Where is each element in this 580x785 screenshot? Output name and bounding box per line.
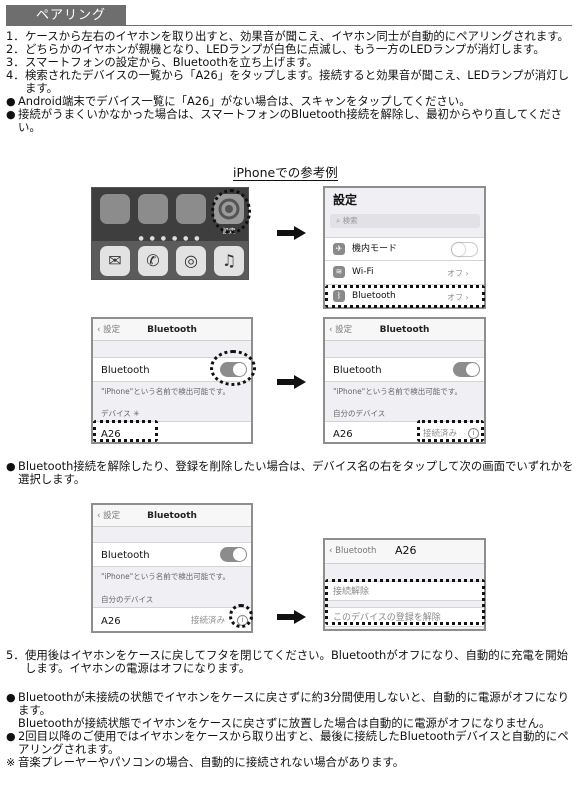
nav-bar: ‹ 設定 Bluetooth [93,319,251,341]
nav-title: Bluetooth [379,325,430,335]
step-item: 2．どちらかのイヤホンが親機となり、LEDランプが白色に点滅し、もう一方のLED… [6,42,545,56]
note-item: ●2回目以降のご使用ではイヤホンをケースから取り出すと、最後に接続したBluet… [6,729,569,756]
step-5: 5．使用後はイヤホンをケースに戻してフタを閉じてください。Bluetoothがオ… [6,648,569,675]
mail-icon: ✉ [100,246,130,276]
note-item: ●Bluetoothが未接続の状態でイヤホンをケースに戻さずに約3分間使用しない… [6,690,569,717]
back-button[interactable]: ‹ 設定 [97,325,121,335]
figure-caption: iPhoneでの参考例 [233,165,338,181]
app-icon [138,194,168,224]
unpair-note: ●Bluetooth接続を解除したり、登録を削除したい場合は、デバイス名の右をタ… [6,459,574,486]
music-icon: ♫ [214,246,244,276]
back-button[interactable]: ‹ 設定 [97,511,121,521]
highlight-settings-ring [211,189,251,234]
bluetooth-row: Bluetooth [325,357,484,382]
highlight-bluetooth-box [325,285,485,308]
wifi-icon: ≋ [333,266,345,278]
bluetooth-row: Bluetooth [93,542,251,567]
compass-icon: ◎ [176,246,206,276]
step-item: 3．スマートフォンの設定から、Bluetoothを立ち上げます。 [6,55,319,69]
arrow-right-icon [277,226,307,240]
chevron-left-icon: ‹ [329,325,336,335]
highlight-device-box [93,420,158,442]
device-status: 接続済み [423,429,458,439]
steps-list: 1．ケースから左右のイヤホンを取り出すと、効果音が聞こえ、イヤホン同士が自動的に… [6,30,574,134]
bluetooth-row[interactable]: ᛒ Bluetooth オフ › [325,285,484,307]
bluetooth-toggle[interactable] [453,362,480,377]
nav-bar: ‹ Bluetooth A26 [325,540,484,564]
step-item: 4．検索されたデバイスの一覧から「A26」をタップします。接続すると効果音が聞こ… [6,68,569,95]
my-devices-header: 自分のデバイス [333,409,386,418]
nav-title: Bluetooth [147,511,197,521]
info-icon[interactable]: i [468,428,479,439]
device-detail-panel: ‹ Bluetooth A26 接続解除 このデバイスの登録を解除 [323,538,486,631]
phone-icon: ✆ [138,246,168,276]
spinner-icon: ✳ [133,409,140,418]
page-dots: ● ● ● ● ● ● [138,235,202,242]
bluetooth-panel-search: ‹ 設定 Bluetooth Bluetooth "iPhone"という名前で検… [91,317,253,444]
chevron-right-icon: › [465,269,469,278]
step-item: 1．ケースから左右のイヤホンを取り出すと、効果音が聞こえ、イヤホン同士が自動的に… [6,29,569,43]
device-row[interactable]: A26 接続済み i [93,607,251,631]
highlight-status-box [417,420,484,442]
nav-title: A26 [395,544,417,557]
discoverable-note: "iPhone"という名前で検出可能です。 [101,387,230,396]
back-button[interactable]: ‹ 設定 [329,325,353,335]
app-icon [176,194,206,224]
airplane-row[interactable]: ✈ 機内モード [325,237,484,261]
device-status: 接続済み [191,616,226,626]
header-rule [6,25,572,26]
note-item: ●接続がうまくいかなかった場合は、スマートフォンのBluetooth接続を解除し… [6,107,563,134]
chevron-left-icon: ‹ [97,511,104,521]
note-item: Bluetoothが接続状態でイヤホンをケースに戻さずに放置した場合は自動的に電… [18,716,551,730]
chevron-left-icon: ‹ [97,325,104,335]
nav-bar: ‹ 設定 Bluetooth [93,505,251,527]
nav-title: Bluetooth [147,325,197,335]
device-row[interactable]: A26 [93,421,251,442]
arrow-right-icon [277,375,307,389]
settings-title: 設定 [333,193,358,207]
section-title: ペアリング [36,8,107,23]
my-devices-header: 自分のデバイス [101,595,154,604]
airplane-icon: ✈ [333,243,345,255]
search-input[interactable]: ⌕ 検索 [330,214,480,228]
arrow-right-icon [277,610,307,624]
nav-bar: ‹ 設定 Bluetooth [325,319,484,341]
discoverable-note: "iPhone"という名前で検出可能です。 [101,572,230,581]
devices-header: デバイス ✳ [101,409,140,418]
discoverable-note: "iPhone"という名前で検出可能です。 [333,387,462,396]
bluetooth-icon: ᛒ [333,290,345,302]
chevron-right-icon: › [465,293,469,302]
device-row[interactable]: A26 接続済み i [325,421,484,442]
search-icon: ⌕ [336,216,343,225]
bluetooth-toggle[interactable] [220,547,247,562]
highlight-info-ring [229,604,253,628]
chevron-left-icon: ‹ [329,546,336,556]
note-item: ●Android端末でデバイス一覧に「A26」がない場合は、スキャンをタップして… [6,94,471,109]
note-item: ※音楽プレーヤーやパソコンの場合、自動的に接続されない場合があります。 [6,755,405,770]
bluetooth-panel-info: ‹ 設定 Bluetooth Bluetooth "iPhone"という名前で検… [91,503,253,633]
highlight-options-box [325,579,485,625]
app-icon [100,194,130,224]
wifi-row[interactable]: ≋ Wi-Fi オフ › [325,261,484,285]
wifi-value: オフ › [447,269,469,278]
section-header: ペアリング [6,5,126,26]
airplane-toggle[interactable] [451,242,478,257]
home-screen-panel: 設定 ● ● ● ● ● ● ✉ ✆ ◎ ♫ [91,187,249,280]
bluetooth-value: オフ › [447,293,469,302]
back-button[interactable]: ‹ Bluetooth [329,546,377,556]
highlight-toggle-ring [210,350,256,386]
bottom-notes: ●Bluetoothが未接続の状態でイヤホンをケースに戻さずに約3分間使用しない… [6,690,574,770]
settings-panel: 設定 ⌕ 検索 ✈ 機内モード ≋ Wi-Fi オフ › ᛒ Bluetooth… [323,186,486,309]
